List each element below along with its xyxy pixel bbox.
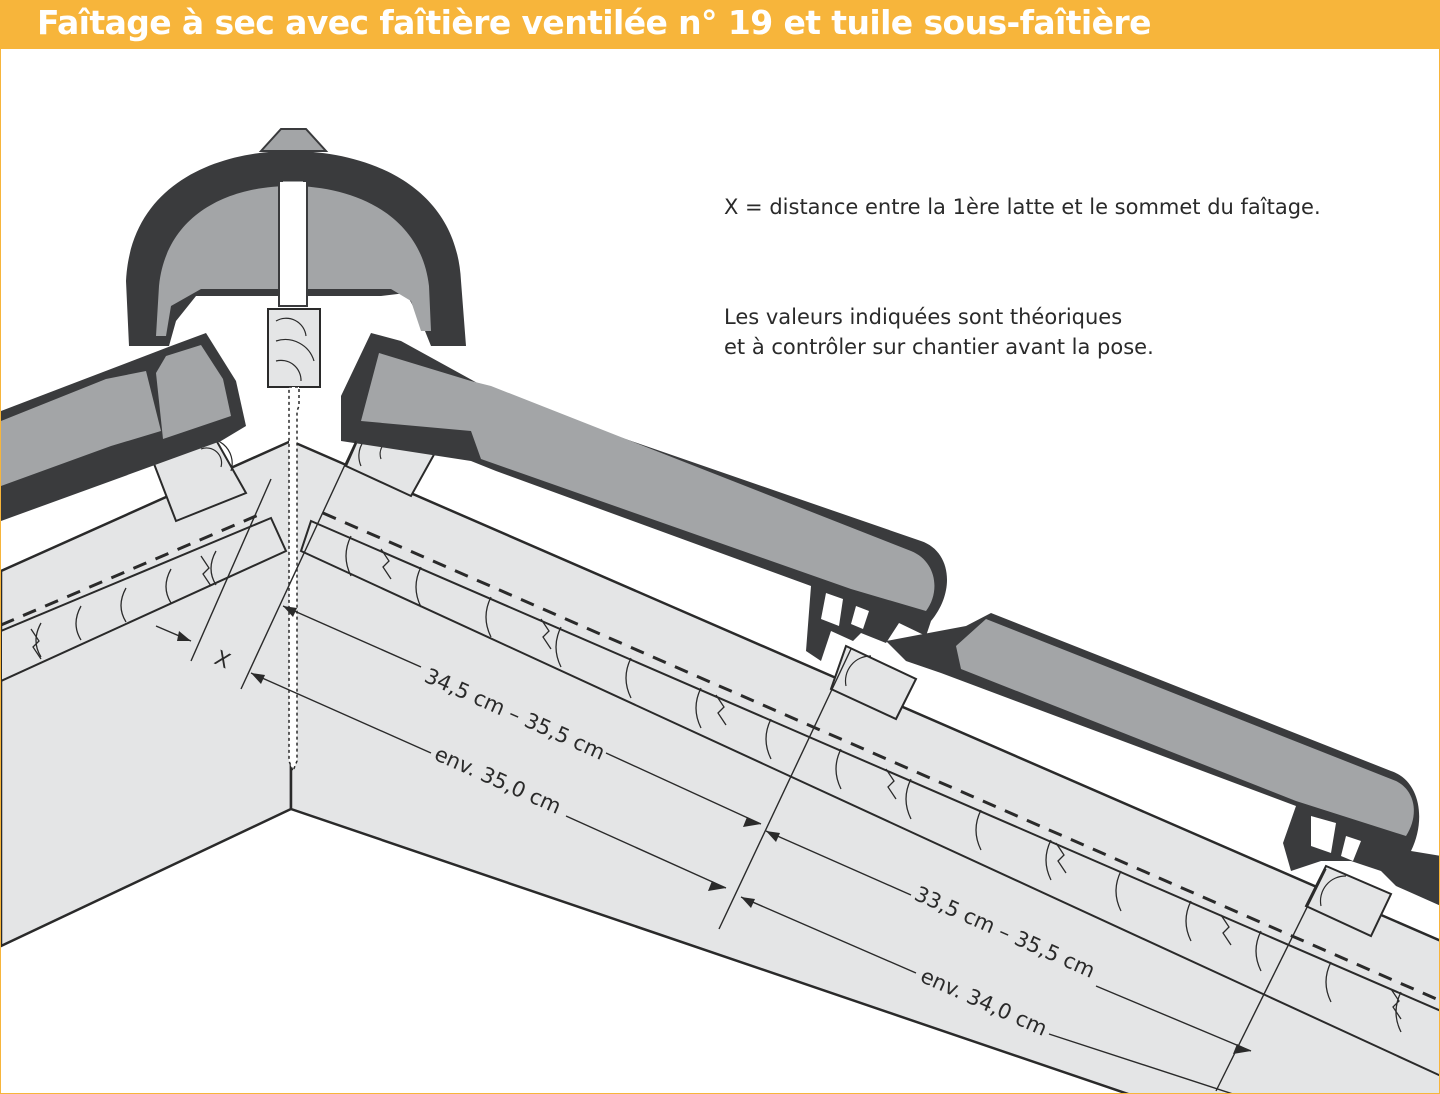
right-lower-tile-foot: [1311, 816, 1361, 861]
dimension-lines: [155, 440, 1327, 1093]
mid-tile-foot: [821, 593, 869, 629]
right-counter-batten: [299, 519, 1439, 1077]
right-lower-tile-face: [956, 619, 1414, 836]
ridge-batten: [267, 308, 321, 388]
left-counter-batten: [1, 516, 288, 683]
counter-batten-grain: [30, 535, 1402, 1033]
underlay-membrane: [1, 511, 1439, 1002]
page-title: Faîtage à sec avec faîtière ventilée n° …: [37, 3, 1151, 42]
title-bar: Faîtage à sec avec faîtière ventilée n° …: [1, 1, 1439, 49]
ridge-batten-grain: [275, 317, 315, 382]
values-disclaimer-line-2: et à contrôler sur chantier avant la pos…: [724, 335, 1154, 359]
right-tile-face: [361, 353, 935, 611]
ridge-clip: [278, 180, 308, 307]
left-rafter: [1, 439, 293, 948]
ridge-screw: [288, 386, 300, 774]
dimension-arrows: [177, 606, 1251, 1054]
values-disclaimer-line-1: Les valeurs indiquées sont théoriques: [724, 305, 1123, 329]
left-tile-face: [1, 371, 161, 486]
ridge-cap-vent: [258, 128, 329, 152]
x-definition-note: X = distance entre la 1ère latte et le s…: [724, 195, 1321, 219]
values-disclaimer-note: Les valeurs indiquées sont théoriques et…: [724, 302, 1154, 362]
left-tile-face-upper: [156, 345, 231, 439]
